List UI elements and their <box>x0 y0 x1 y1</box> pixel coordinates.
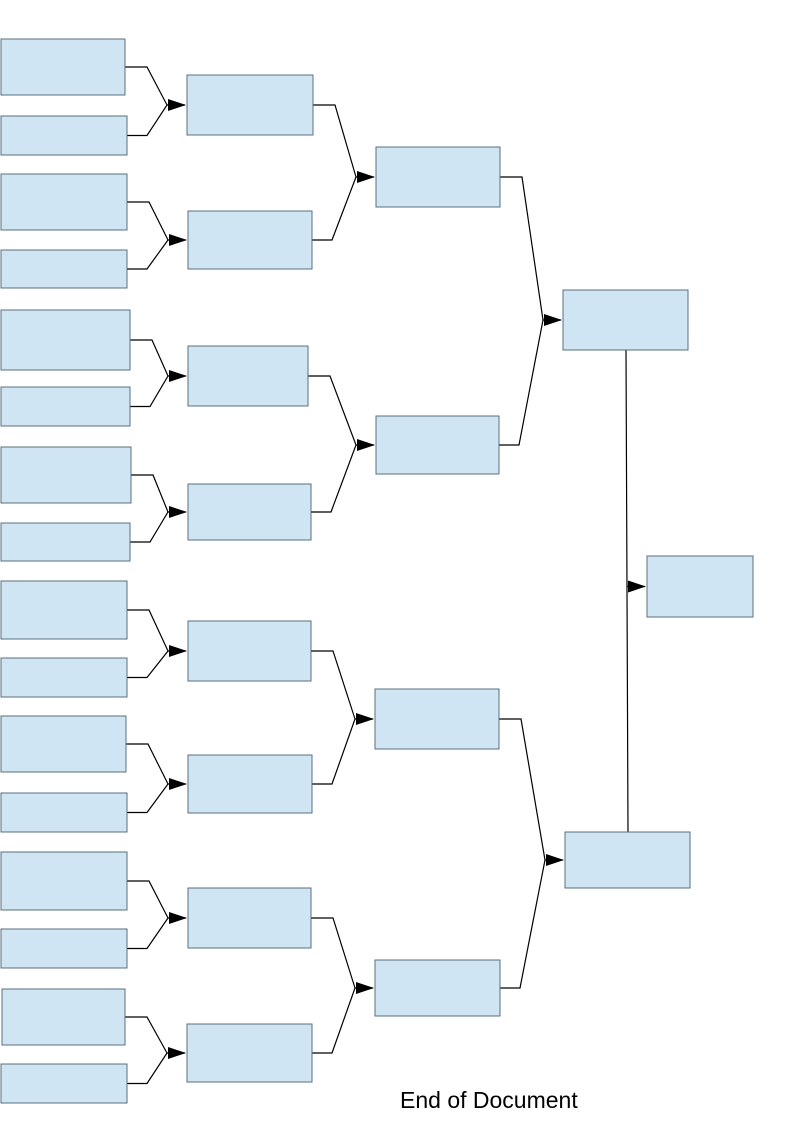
round-2-slot-4 <box>187 483 312 541</box>
round-1-connector-5 <box>127 609 186 679</box>
slots-layer <box>0 38 754 1104</box>
round-1-slot-5 <box>0 309 131 371</box>
round-2-slot-3 <box>187 345 309 407</box>
end-of-document-text: End of Document <box>400 1087 578 1113</box>
round-2-arrow-5 <box>169 645 187 657</box>
final-arrow <box>628 580 646 593</box>
round-1-slot-11 <box>0 715 127 773</box>
round-1-connector-1 <box>125 66 185 137</box>
round-3-slot-4 <box>374 959 501 1017</box>
round-1-connector-2 <box>127 201 186 270</box>
round-1-slot-4 <box>0 249 128 289</box>
round-1-connector-6 <box>126 743 186 814</box>
round-1-slot-10 <box>0 657 128 698</box>
semifinal-arrow-2 <box>546 854 564 866</box>
round-2-slot-6 <box>187 754 313 814</box>
round-2-arrow-8 <box>168 1047 186 1059</box>
round-1-slot-7 <box>0 446 132 504</box>
round-1-connector-4 <box>130 474 186 543</box>
round-1-slot-12 <box>0 792 128 833</box>
round-2-slot-8 <box>186 1023 313 1083</box>
round-3-arrow-1 <box>357 171 375 183</box>
round-2-arrow-7 <box>169 912 187 924</box>
round-2-arrow-3 <box>169 370 187 382</box>
round-1-slot-13 <box>0 851 128 911</box>
round-3-arrow-2 <box>357 439 375 451</box>
round-3-slot-1 <box>375 146 501 208</box>
semifinal-arrow-1 <box>544 314 562 326</box>
round-2-arrow-1 <box>168 99 186 111</box>
connectors-layer <box>125 66 646 1085</box>
semifinal-slot-2 <box>564 831 691 889</box>
round-1-slot-3 <box>0 173 128 231</box>
round-1-slot-15 <box>1 988 126 1046</box>
round-1-slot-9 <box>0 580 128 640</box>
round-3-slot-3 <box>374 688 500 750</box>
round-1-slot-8 <box>0 522 131 562</box>
round-2-slot-1 <box>186 74 314 136</box>
round-1-slot-6 <box>0 386 131 427</box>
round-1-slot-16 <box>0 1063 128 1104</box>
round-2-arrow-6 <box>169 778 187 790</box>
semifinal-slot-1 <box>562 289 689 351</box>
round-2-slot-5 <box>187 620 312 682</box>
round-2-connector-1 <box>312 104 374 241</box>
round-2-arrow-4 <box>169 506 187 518</box>
round-2-arrow-2 <box>169 234 187 246</box>
round-1-slot-2 <box>0 115 128 156</box>
round-3-slot-2 <box>375 415 500 475</box>
round-1-slot-1 <box>0 38 126 96</box>
round-2-slot-7 <box>187 887 312 949</box>
final-slot-1 <box>646 555 754 618</box>
round-1-slot-14 <box>0 928 128 969</box>
round-3-arrow-4 <box>356 982 374 994</box>
round-3-arrow-3 <box>356 713 374 725</box>
round-2-slot-2 <box>187 210 313 270</box>
round-3-connector-2 <box>499 718 563 989</box>
round-3-connector-1 <box>499 176 561 446</box>
